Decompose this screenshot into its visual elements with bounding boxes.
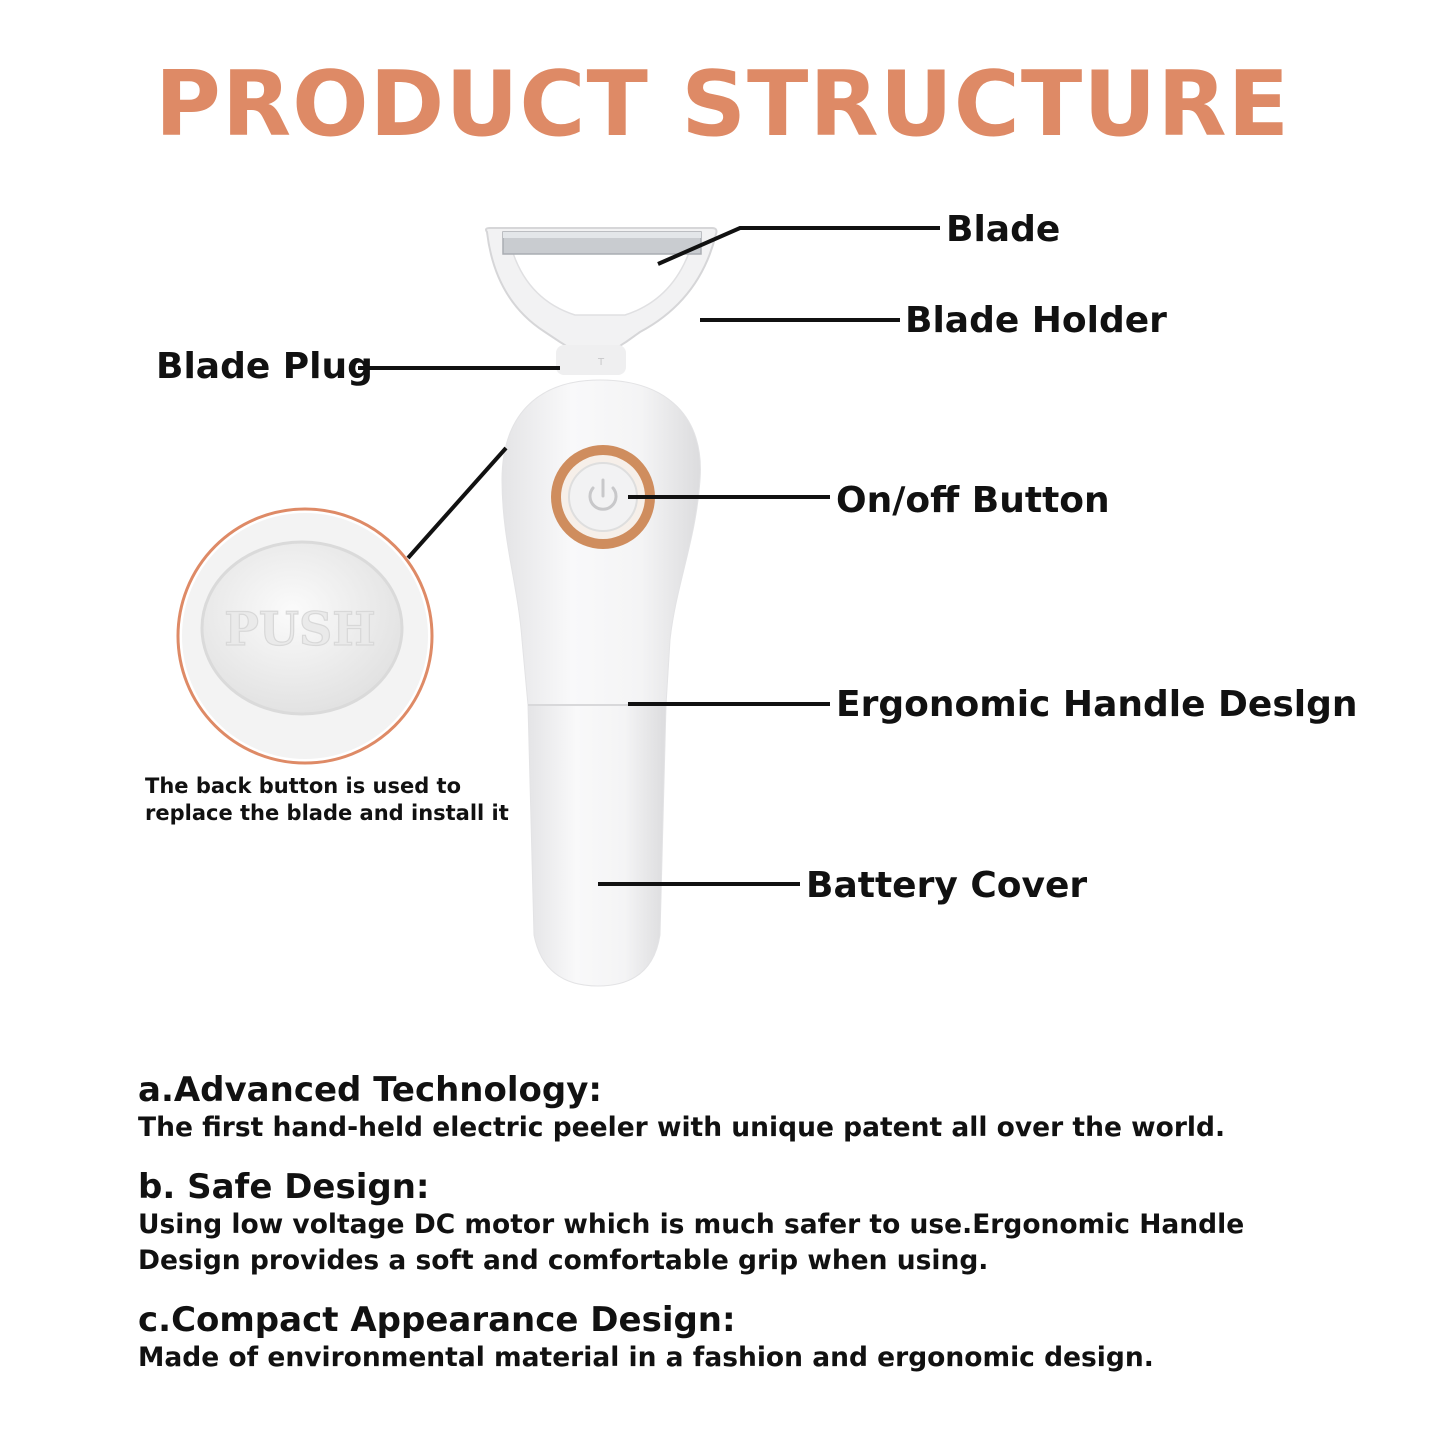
page-title: PRODUCT STRUCTURE xyxy=(154,52,1291,157)
blade-holder-label: Blade Holder xyxy=(905,300,1167,341)
feature-compact-design: c.Compact Appearance Design: Made of env… xyxy=(138,1300,1338,1376)
feature-text: The first hand-held electric peeler with… xyxy=(138,1112,1226,1143)
feature-heading: b. Safe Design: xyxy=(138,1167,430,1207)
svg-text:T: T xyxy=(597,357,605,368)
blade-label: Blade xyxy=(946,209,1061,250)
feature-safe-design: b. Safe Design: Using low voltage DC mot… xyxy=(138,1167,1338,1279)
feature-text: Using low voltage DC motor which is much… xyxy=(138,1209,1245,1276)
back-button-note: The back button is used to replace the b… xyxy=(145,774,509,825)
blade-leader xyxy=(657,226,940,266)
battery-cover-label: Battery Cover xyxy=(806,865,1088,906)
leader-lines xyxy=(358,226,940,886)
feature-text: Made of environmental material in a fash… xyxy=(138,1342,1154,1373)
feature-heading: c.Compact Appearance Design: xyxy=(138,1300,736,1340)
push-label: PUSH xyxy=(224,602,375,656)
ergonomic-handle-label: Ergonomic Handle Deslgn xyxy=(836,684,1358,725)
push-button-detail: PUSH xyxy=(176,507,434,765)
feature-advanced-technology: a.Advanced Technology: The first hand-he… xyxy=(138,1070,1338,1146)
feature-heading: a.Advanced Technology: xyxy=(138,1070,602,1110)
onoff-button-label: On/off Button xyxy=(836,480,1110,521)
power-icon xyxy=(551,445,655,549)
push-button-leader xyxy=(406,446,508,560)
blade-shape xyxy=(502,231,702,255)
blade-plug-label: Blade Plug xyxy=(156,346,373,387)
